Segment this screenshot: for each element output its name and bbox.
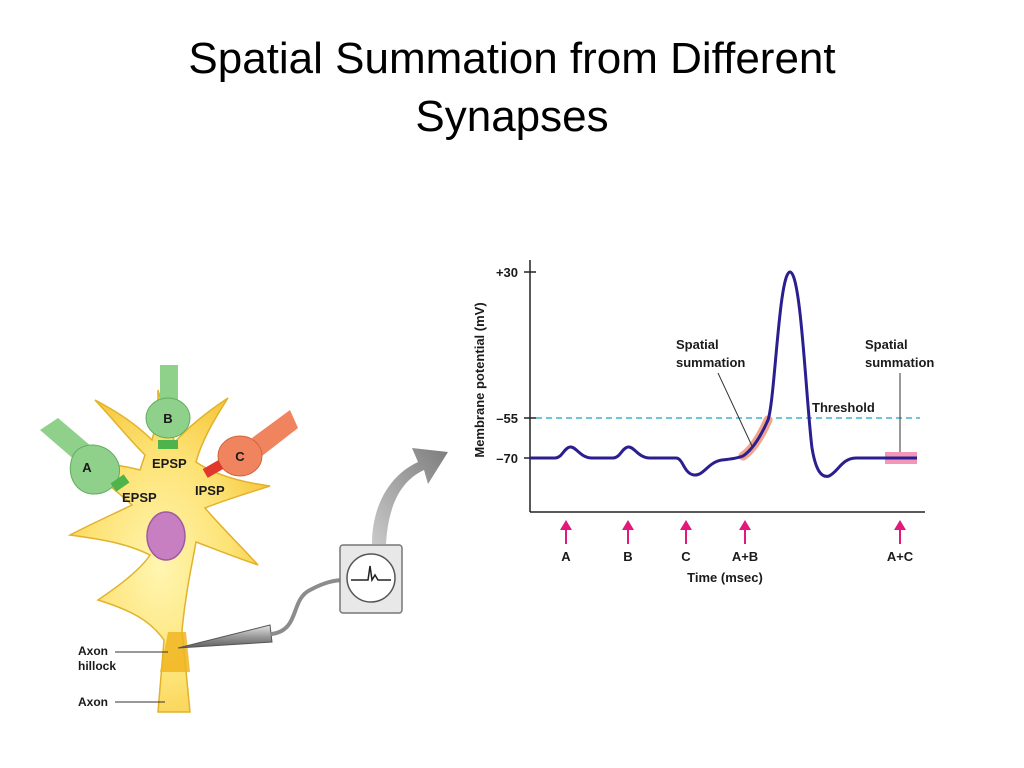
- stimulus-label-a-plus-c: A+C: [887, 549, 914, 564]
- oscilloscope-icon: [339, 544, 403, 614]
- title-line-2: Synapses: [415, 92, 609, 141]
- nucleus: [146, 511, 186, 561]
- stimulus-arrow-a-plus-b: [739, 520, 751, 544]
- membrane-potential-trace: [530, 270, 917, 478]
- synapse-a: A: [40, 418, 130, 495]
- curved-arrow-icon: [372, 448, 448, 544]
- synapse-b-label: B: [163, 411, 172, 426]
- axon-label: Axon: [78, 695, 108, 709]
- y-tick-label-minus70: –70: [496, 451, 518, 466]
- stimulus-label-c: C: [681, 549, 691, 564]
- receptor-c: [202, 460, 224, 478]
- title-line-1: Spatial Summation from Different: [188, 34, 836, 83]
- synapse-a-label: A: [82, 460, 92, 475]
- receptor-a: [110, 474, 130, 492]
- stimulus-label-a-plus-b: A+B: [732, 549, 758, 564]
- axon-hillock-label-1: Axon: [78, 644, 108, 658]
- stimulus-arrow-a: [560, 520, 572, 544]
- stimulus-arrow-c: [680, 520, 692, 544]
- slide-title: Spatial Summation from Different Synapse…: [0, 30, 1024, 146]
- receptor-b: [158, 440, 178, 449]
- threshold-label: Threshold: [812, 400, 875, 415]
- stimulus-arrow-b: [622, 520, 634, 544]
- y-tick-label-plus30: +30: [496, 265, 518, 280]
- annotation-ab-leader: [717, 372, 753, 447]
- annotation-ab-line-2: summation: [676, 355, 745, 370]
- stimulus-label-a: A: [561, 549, 571, 564]
- recording-electrode: [177, 578, 347, 649]
- epsp-label-a: EPSP: [122, 490, 157, 505]
- ipsp-label-c: IPSP: [195, 483, 225, 498]
- y-tick-label-minus55: –55: [496, 411, 518, 426]
- y-axis-label: Membrane potential (mV): [472, 302, 487, 457]
- annotation-ac-line-1: Spatial: [865, 337, 908, 352]
- synapse-c-label: C: [235, 449, 245, 464]
- axon-hillock-label-2: hillock: [78, 659, 116, 673]
- stimulus-arrow-a-plus-c: [894, 520, 906, 544]
- synapse-b: B: [145, 365, 191, 449]
- axon-hillock: [160, 632, 190, 672]
- annotation-ac-line-2: summation: [865, 355, 934, 370]
- neuron-diagram: A B C EPSP EPSP IPSP Axon hillock Axon: [40, 365, 298, 713]
- annotation-ab-line-1: Spatial: [676, 337, 719, 352]
- epsp-label-b: EPSP: [152, 456, 187, 471]
- synapse-c: C: [202, 410, 298, 478]
- membrane-potential-chart: +30 –55 –70 Membrane potential (mV) Thre…: [472, 260, 934, 585]
- x-axis-label: Time (msec): [687, 570, 763, 585]
- stimulus-label-b: B: [623, 549, 632, 564]
